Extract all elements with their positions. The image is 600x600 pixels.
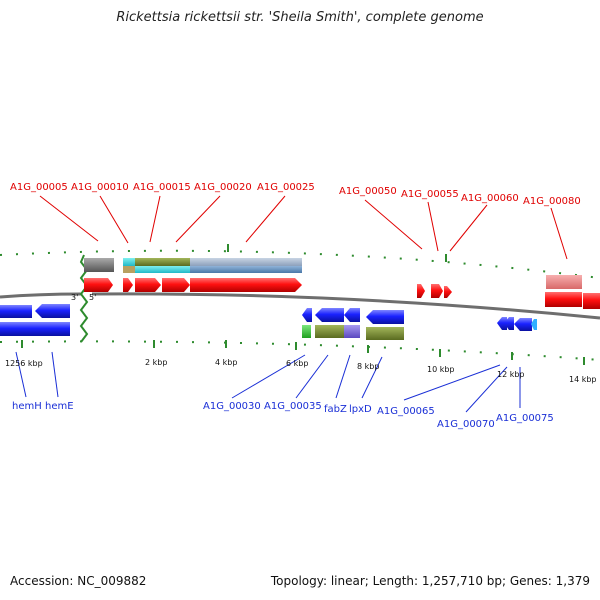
scale-label: 2 kbp (145, 358, 167, 367)
leader-line (39, 195, 99, 242)
leader-line (427, 201, 439, 252)
leader-line (403, 364, 501, 401)
leader-line (175, 195, 221, 243)
scale-label: 12 kbp (497, 370, 525, 379)
gene-label: A1G_00025 (257, 182, 315, 193)
gene-arrow-reverse (514, 318, 532, 331)
five-prime-label: 5' (89, 293, 96, 302)
backbone-right (91, 292, 600, 320)
leader-line (15, 351, 27, 398)
gene-arrow-reverse (531, 319, 537, 330)
gene-label: A1G_00015 (133, 182, 191, 193)
gene-label: A1G_00010 (71, 182, 129, 193)
major-ticks (21, 244, 585, 365)
gene-arrow-forward (84, 278, 113, 292)
leader-line (550, 207, 568, 260)
gene-arrow-forward (417, 284, 425, 298)
gene-arrow-forward (545, 292, 582, 307)
gene-arrow-forward (190, 278, 302, 292)
three-prime-label: 3' (71, 293, 78, 302)
gene-arrow-reverse (504, 317, 514, 330)
gene-label: A1G_00035 (264, 401, 322, 412)
scale-label: 6 kbp (286, 359, 308, 368)
leader-line (465, 366, 508, 413)
leader-line (361, 356, 383, 399)
gene-label: A1G_00060 (461, 193, 519, 204)
feature-box (302, 325, 311, 338)
gene-arrow-forward (431, 284, 443, 298)
scale-label: 8 kbp (357, 362, 379, 371)
leader-line (295, 354, 329, 399)
leader-line (99, 195, 129, 244)
gene-arrow-reverse (0, 305, 32, 318)
gene-label: A1G_00030 (203, 401, 261, 412)
inner-tick-track (0, 340, 600, 361)
gene-label: A1G_00055 (401, 189, 459, 200)
gene-arrow-reverse (315, 308, 344, 322)
feature-box (135, 266, 190, 273)
scale-label: 14 kbp (569, 375, 597, 384)
genome-summary-text: Topology: linear; Length: 1,257,710 bp; … (270, 574, 590, 588)
gene-arrow-reverse (344, 308, 360, 322)
feature-box (123, 266, 135, 273)
feature-box (190, 266, 302, 273)
feature-box (123, 258, 135, 266)
feature-box (366, 327, 404, 340)
leader-line (51, 351, 59, 398)
leader-line (231, 354, 306, 399)
feature-box (190, 258, 302, 266)
backbone-left (0, 292, 83, 299)
gene-label: A1G_00020 (194, 182, 252, 193)
leader-line (335, 354, 351, 399)
leader-line (149, 195, 161, 243)
scale-label: 10 kbp (427, 365, 455, 374)
gene-label: A1G_00070 (437, 419, 495, 430)
gene-label: A1G_00050 (339, 186, 397, 197)
gene-arrow-forward (162, 278, 190, 292)
leader-line (364, 199, 423, 250)
feature-box (135, 258, 190, 266)
gene-label: A1G_00080 (523, 196, 581, 207)
gene-arrow-reverse (497, 317, 507, 330)
accession-text: Accession: NC_009882 (10, 574, 147, 588)
gene-label: hemH (12, 401, 42, 412)
gene-arrow-forward (583, 293, 600, 309)
feature-box (546, 275, 582, 289)
feature-box (84, 258, 114, 272)
gene-arrow-forward (135, 278, 161, 292)
gene-label: fabZ (324, 404, 347, 415)
gene-arrow-forward (444, 286, 452, 298)
gene-arrow-reverse (366, 310, 404, 324)
gene-label: hemE (45, 401, 74, 412)
feature-box (315, 325, 344, 338)
gene-label: A1G_00075 (496, 413, 554, 424)
leader-line (245, 195, 286, 243)
gene-label: A1G_00005 (10, 182, 68, 193)
scale-label: 4 kbp (215, 358, 237, 367)
gene-arrow-reverse (302, 308, 312, 322)
feature-box (344, 325, 360, 338)
map-title: Rickettsia rickettsii str. 'Sheila Smith… (116, 10, 484, 25)
gene-arrow-reverse (35, 304, 70, 318)
leader-line (449, 204, 488, 252)
gene-label: A1G_00065 (377, 406, 435, 417)
gene-arrow-reverse (0, 322, 70, 336)
gene-label: lpxD (349, 404, 372, 415)
scale-label: 1256 kbp (5, 359, 43, 368)
gene-arrow-forward (123, 278, 133, 292)
